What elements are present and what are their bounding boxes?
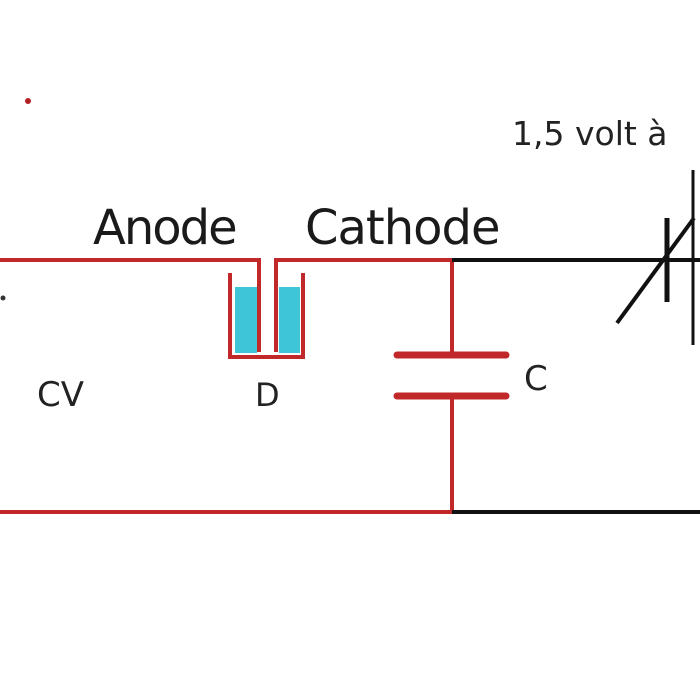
red-circuit — [0, 258, 454, 514]
electrolyte-right — [279, 287, 300, 353]
battery-voltage-label: 1,5 volt à — [512, 114, 668, 153]
stray-dot — [25, 98, 31, 104]
capacitor-c — [393, 351, 510, 400]
variable-arrow — [615, 216, 696, 325]
left-terminal-dot — [0, 295, 6, 301]
battery-symbol — [615, 170, 696, 345]
anode-label: Anode — [93, 200, 238, 256]
cv-label: CV — [37, 375, 84, 415]
black-circuit — [452, 258, 700, 514]
electrolyte-left — [235, 287, 257, 353]
cell-container — [228, 273, 305, 359]
d-label: D — [255, 376, 280, 414]
cathode-label: Cathode — [305, 200, 501, 256]
c-label: C — [524, 359, 548, 399]
electrodes-overlay — [257, 282, 278, 350]
